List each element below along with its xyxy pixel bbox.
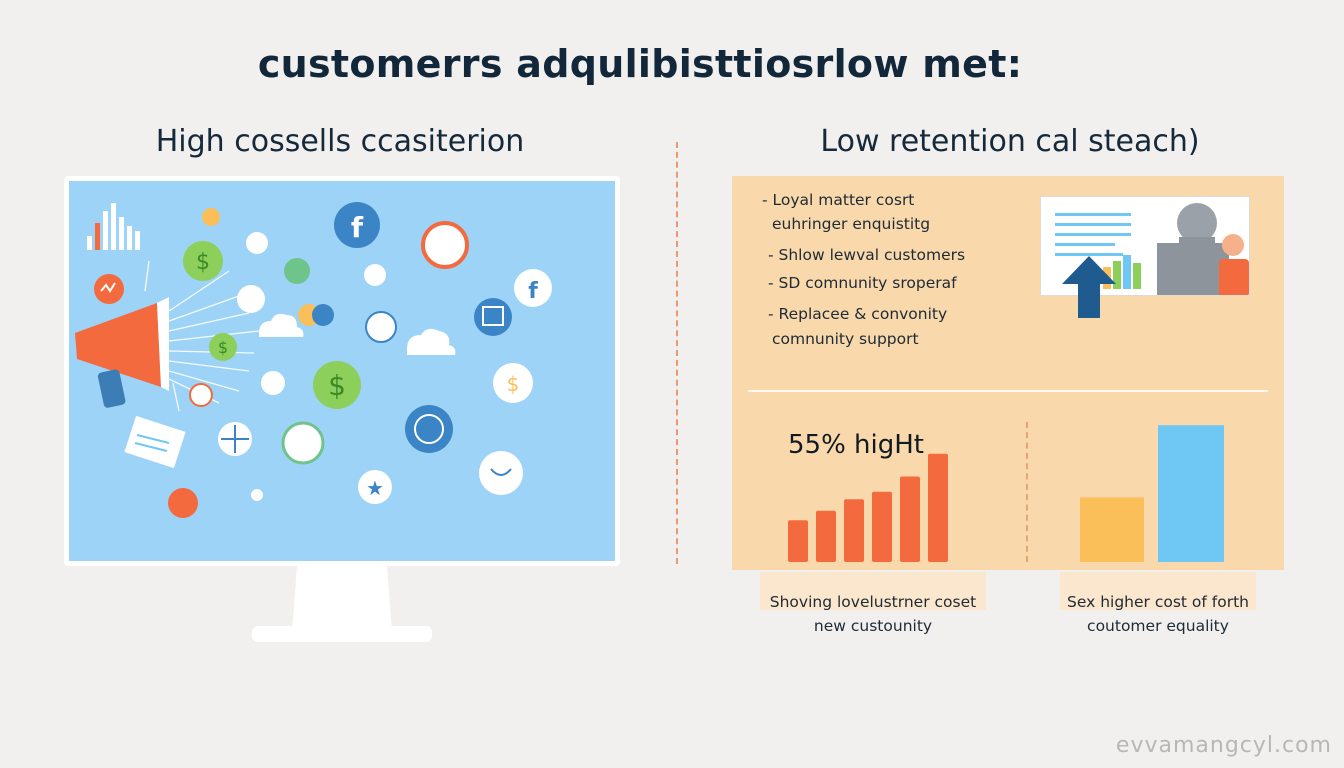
caption-right-line: coutomer equality [1087,617,1229,635]
facebook-icon [334,202,380,248]
bar-left-2 [844,499,864,562]
svg-text:f: f [528,279,538,304]
main-title: customerrs adqulibisttiosrlow met: [257,42,1023,86]
bullet-item: euhringer enquistitg [772,215,931,233]
avatar-icon [237,285,265,313]
svg-text:f: f [351,211,364,244]
svg-text:★: ★ [366,476,384,500]
monitor-base [252,626,432,642]
bullet-item: - Loyal matter cosrt [762,191,915,209]
monitor-screen: $ f f $ $ $ [64,176,620,566]
globe-icon [246,232,268,254]
dollar-icon-large [313,361,361,409]
center-divider [676,142,678,564]
bar-left-1 [816,510,836,562]
leaf-icon [284,258,310,284]
watermark: evvamangcyl.com [1115,733,1332,758]
facebook-small-icon [514,269,552,307]
target-icon [261,371,285,395]
svg-text:$: $ [218,338,228,357]
bar-right-1 [1158,425,1224,562]
bar-left-5 [928,453,948,562]
caption-right: Sex higher cost of forth coutomer equali… [1040,590,1276,638]
globe-icon-2 [405,405,453,453]
person-icon [365,311,397,343]
grid-icon [474,298,512,336]
dollar-icon-white [493,363,533,403]
left-section-title: High cossells ccasiterion [155,124,525,159]
dot-icon [312,304,334,326]
chart-icon [189,383,213,407]
stat-label: 55% higHt [788,430,925,460]
cloud-icon-2 [407,328,456,355]
bar-left-0 [788,520,808,562]
badge-icon [281,421,325,465]
bullet-item: comnunity support [772,330,919,348]
svg-text:$: $ [328,369,346,402]
caption-right-line: Sex higher cost of forth [1067,593,1249,611]
marketing-illustration: $ f f $ $ $ [75,202,552,518]
bar-right-0 [1080,497,1144,562]
text-lines-icon [1055,213,1131,256]
coin-icon [202,208,220,226]
dollar-icon [183,241,223,281]
presentation-illustration [1040,196,1250,296]
small-person-icon [1219,234,1249,295]
comparison-bar-chart [788,425,1224,562]
svg-text:$: $ [507,372,520,396]
video-icon [168,488,198,518]
bar-left-3 [872,491,892,562]
monitor-neck [292,566,392,632]
star-icon [358,470,392,504]
document-icon [124,415,186,469]
compass-icon [364,264,386,286]
caption-left-line: Shoving lovelustrner coset [769,593,977,611]
bottom-divider [1026,422,1028,562]
bullet-item: - SD comnunity sroperaf [768,274,957,292]
am-badge-icon [421,221,469,269]
megaphone-icon [75,297,169,408]
up-arrow-icon [1062,256,1116,318]
caption-left: Shoving lovelustrner coset new custounit… [748,590,998,638]
caption-right-bg [1060,572,1256,610]
dollar-icon-2 [209,333,237,361]
monitor-display: $ f f $ $ $ [69,181,615,561]
person-silhouette-icon [1157,203,1229,295]
right-section-title: Low retention cal steach) [820,124,1200,159]
bullet-item: - Replacee & convonity [768,305,948,323]
dot-white-icon [251,489,263,501]
caption-left-bg [760,572,986,610]
svg-text:$: $ [196,250,210,275]
bar-chart-icon [87,203,140,250]
right-panel-separator [748,390,1268,392]
cloud-icon [259,313,304,337]
smile-icon [479,451,523,495]
caption-left-line: new custounity [813,617,933,635]
bullet-item: - Shlow lewval customers [768,246,966,264]
bar-left-4 [900,476,920,562]
